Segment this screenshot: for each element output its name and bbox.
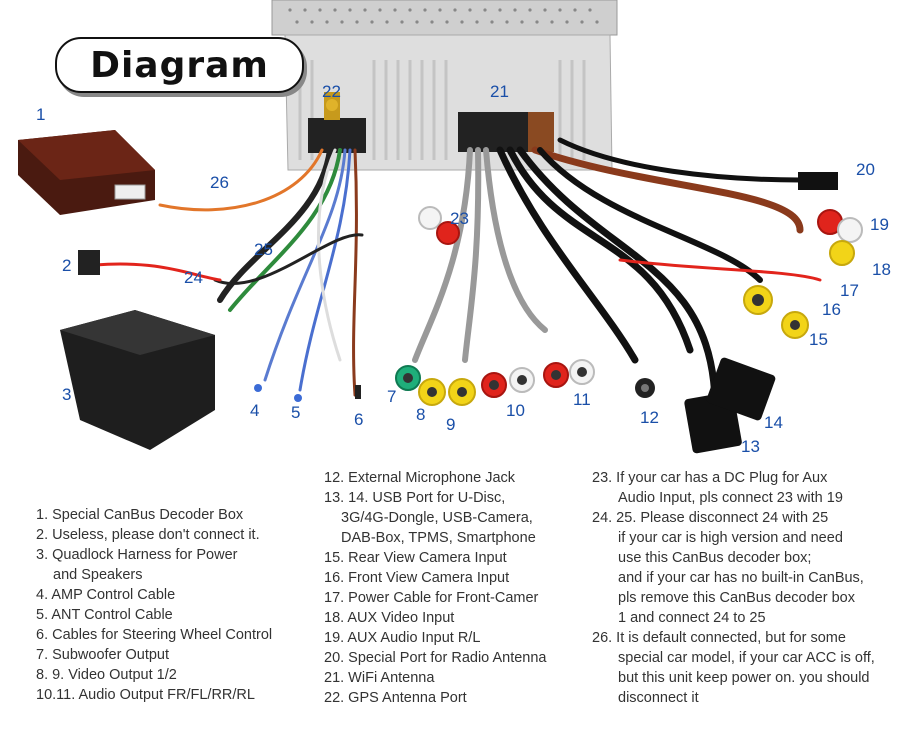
callout-8: 8: [416, 405, 426, 424]
callout-24: 24: [184, 268, 203, 287]
callout-9: 9: [446, 415, 456, 434]
legend-item: DAB-Box, TPMS, Smartphone: [341, 530, 536, 546]
legend-item: 23. If your car has a DC Plug for Aux: [592, 470, 828, 486]
legend-item: use this CanBus decoder box;: [618, 550, 812, 566]
callout-19: 19: [870, 215, 889, 234]
rca-connectors: [395, 172, 863, 454]
legend-item: 26. It is default connected, but for som…: [592, 630, 846, 646]
legend-item: and if your car has no built-in CanBus,: [618, 570, 864, 586]
callout-22: 22: [322, 82, 341, 101]
legend-item: 22. GPS Antenna Port: [324, 690, 467, 706]
wiring-diagram: Diagram 1 2 3 4 5 6 7 8 9 10 11 12 13 14…: [18, 0, 891, 456]
callout-21: 21: [490, 82, 509, 101]
callout-7: 7: [387, 387, 397, 406]
callout-10: 10: [506, 401, 525, 420]
legend-item: and Speakers: [53, 567, 143, 583]
callout-11: 11: [573, 390, 591, 409]
legend-item: 18. AUX Video Input: [324, 610, 455, 626]
callout-3: 3: [62, 385, 72, 404]
callout-17: 17: [840, 281, 859, 300]
callout-18: 18: [872, 260, 891, 279]
legend-item: 16. Front View Camera Input: [324, 570, 510, 586]
callout-4: 4: [250, 401, 260, 420]
legend-item: 19. AUX Audio Input R/L: [324, 630, 481, 646]
legend-item: 6. Cables for Steering Wheel Control: [36, 627, 273, 643]
legend-item: 17. Power Cable for Front-Camer: [324, 590, 539, 606]
quadlock-harness: [60, 310, 215, 450]
legend-item: Audio Input, pls connect 23 with 19: [618, 490, 843, 506]
callout-12: 12: [640, 408, 659, 427]
legend-item: pls remove this CanBus decoder box: [618, 590, 855, 606]
legend-column-3: 23. If your car has a DC Plug for Aux Au…: [592, 468, 875, 708]
legend-item: 5. ANT Control Cable: [36, 607, 173, 623]
legend-item: 21. WiFi Antenna: [324, 670, 435, 686]
callout-16: 16: [822, 300, 841, 319]
legend-item: disconnect it: [618, 690, 699, 706]
legend-column-1: 1. Special CanBus Decoder Box 2. Useless…: [36, 505, 272, 705]
legend-item: 1 and connect 24 to 25: [618, 610, 766, 626]
legend-item: 24. 25. Please disconnect 24 with 25: [592, 510, 829, 526]
legend-item: but this unit keep power on. you should: [618, 670, 870, 686]
callout-1: 1: [36, 105, 46, 124]
callout-26: 26: [210, 173, 229, 192]
diagram-title-pill: Diagram: [55, 37, 304, 93]
legend-item: 12. External Microphone Jack: [324, 470, 516, 486]
callout-15: 15: [809, 330, 828, 349]
callout-13: 13: [741, 437, 760, 456]
wire-bundle: [93, 137, 822, 404]
callout-5: 5: [291, 403, 301, 422]
legend-item: 1. Special CanBus Decoder Box: [36, 507, 244, 523]
legend-item: 2. Useless, please don't connect it.: [36, 527, 260, 543]
callout-23: 23: [450, 209, 469, 228]
legend-item: 15. Rear View Camera Input: [324, 550, 507, 566]
legend-item: special car model, if your car ACC is of…: [618, 650, 875, 666]
legend-item: 3. Quadlock Harness for Power: [36, 547, 238, 563]
legend-item: if your car is high version and need: [618, 530, 843, 546]
canbus-decoder-box: [18, 130, 155, 215]
legend-item: 4. AMP Control Cable: [36, 587, 176, 603]
legend-item: 13. 14. USB Port for U-Disc,: [324, 490, 506, 506]
legend-item: 3G/4G-Dongle, USB-Camera,: [341, 510, 533, 526]
diagram-title: Diagram: [90, 44, 269, 86]
callout-25: 25: [254, 240, 273, 259]
useless-connector: [78, 250, 100, 275]
legend-column-2: 12. External Microphone Jack 13. 14. USB…: [324, 468, 546, 708]
callout-20: 20: [856, 160, 875, 179]
head-unit: [271, 0, 618, 171]
callout-6: 6: [354, 410, 364, 429]
callout-14: 14: [764, 413, 783, 432]
legend-item: 7. Subwoofer Output: [36, 647, 169, 663]
legend-item: 20. Special Port for Radio Antenna: [324, 650, 547, 666]
legend-item: 8. 9. Video Output 1/2: [36, 667, 177, 683]
legend-item: 10.11. Audio Output FR/FL/RR/RL: [36, 687, 255, 703]
callout-2: 2: [62, 256, 72, 275]
